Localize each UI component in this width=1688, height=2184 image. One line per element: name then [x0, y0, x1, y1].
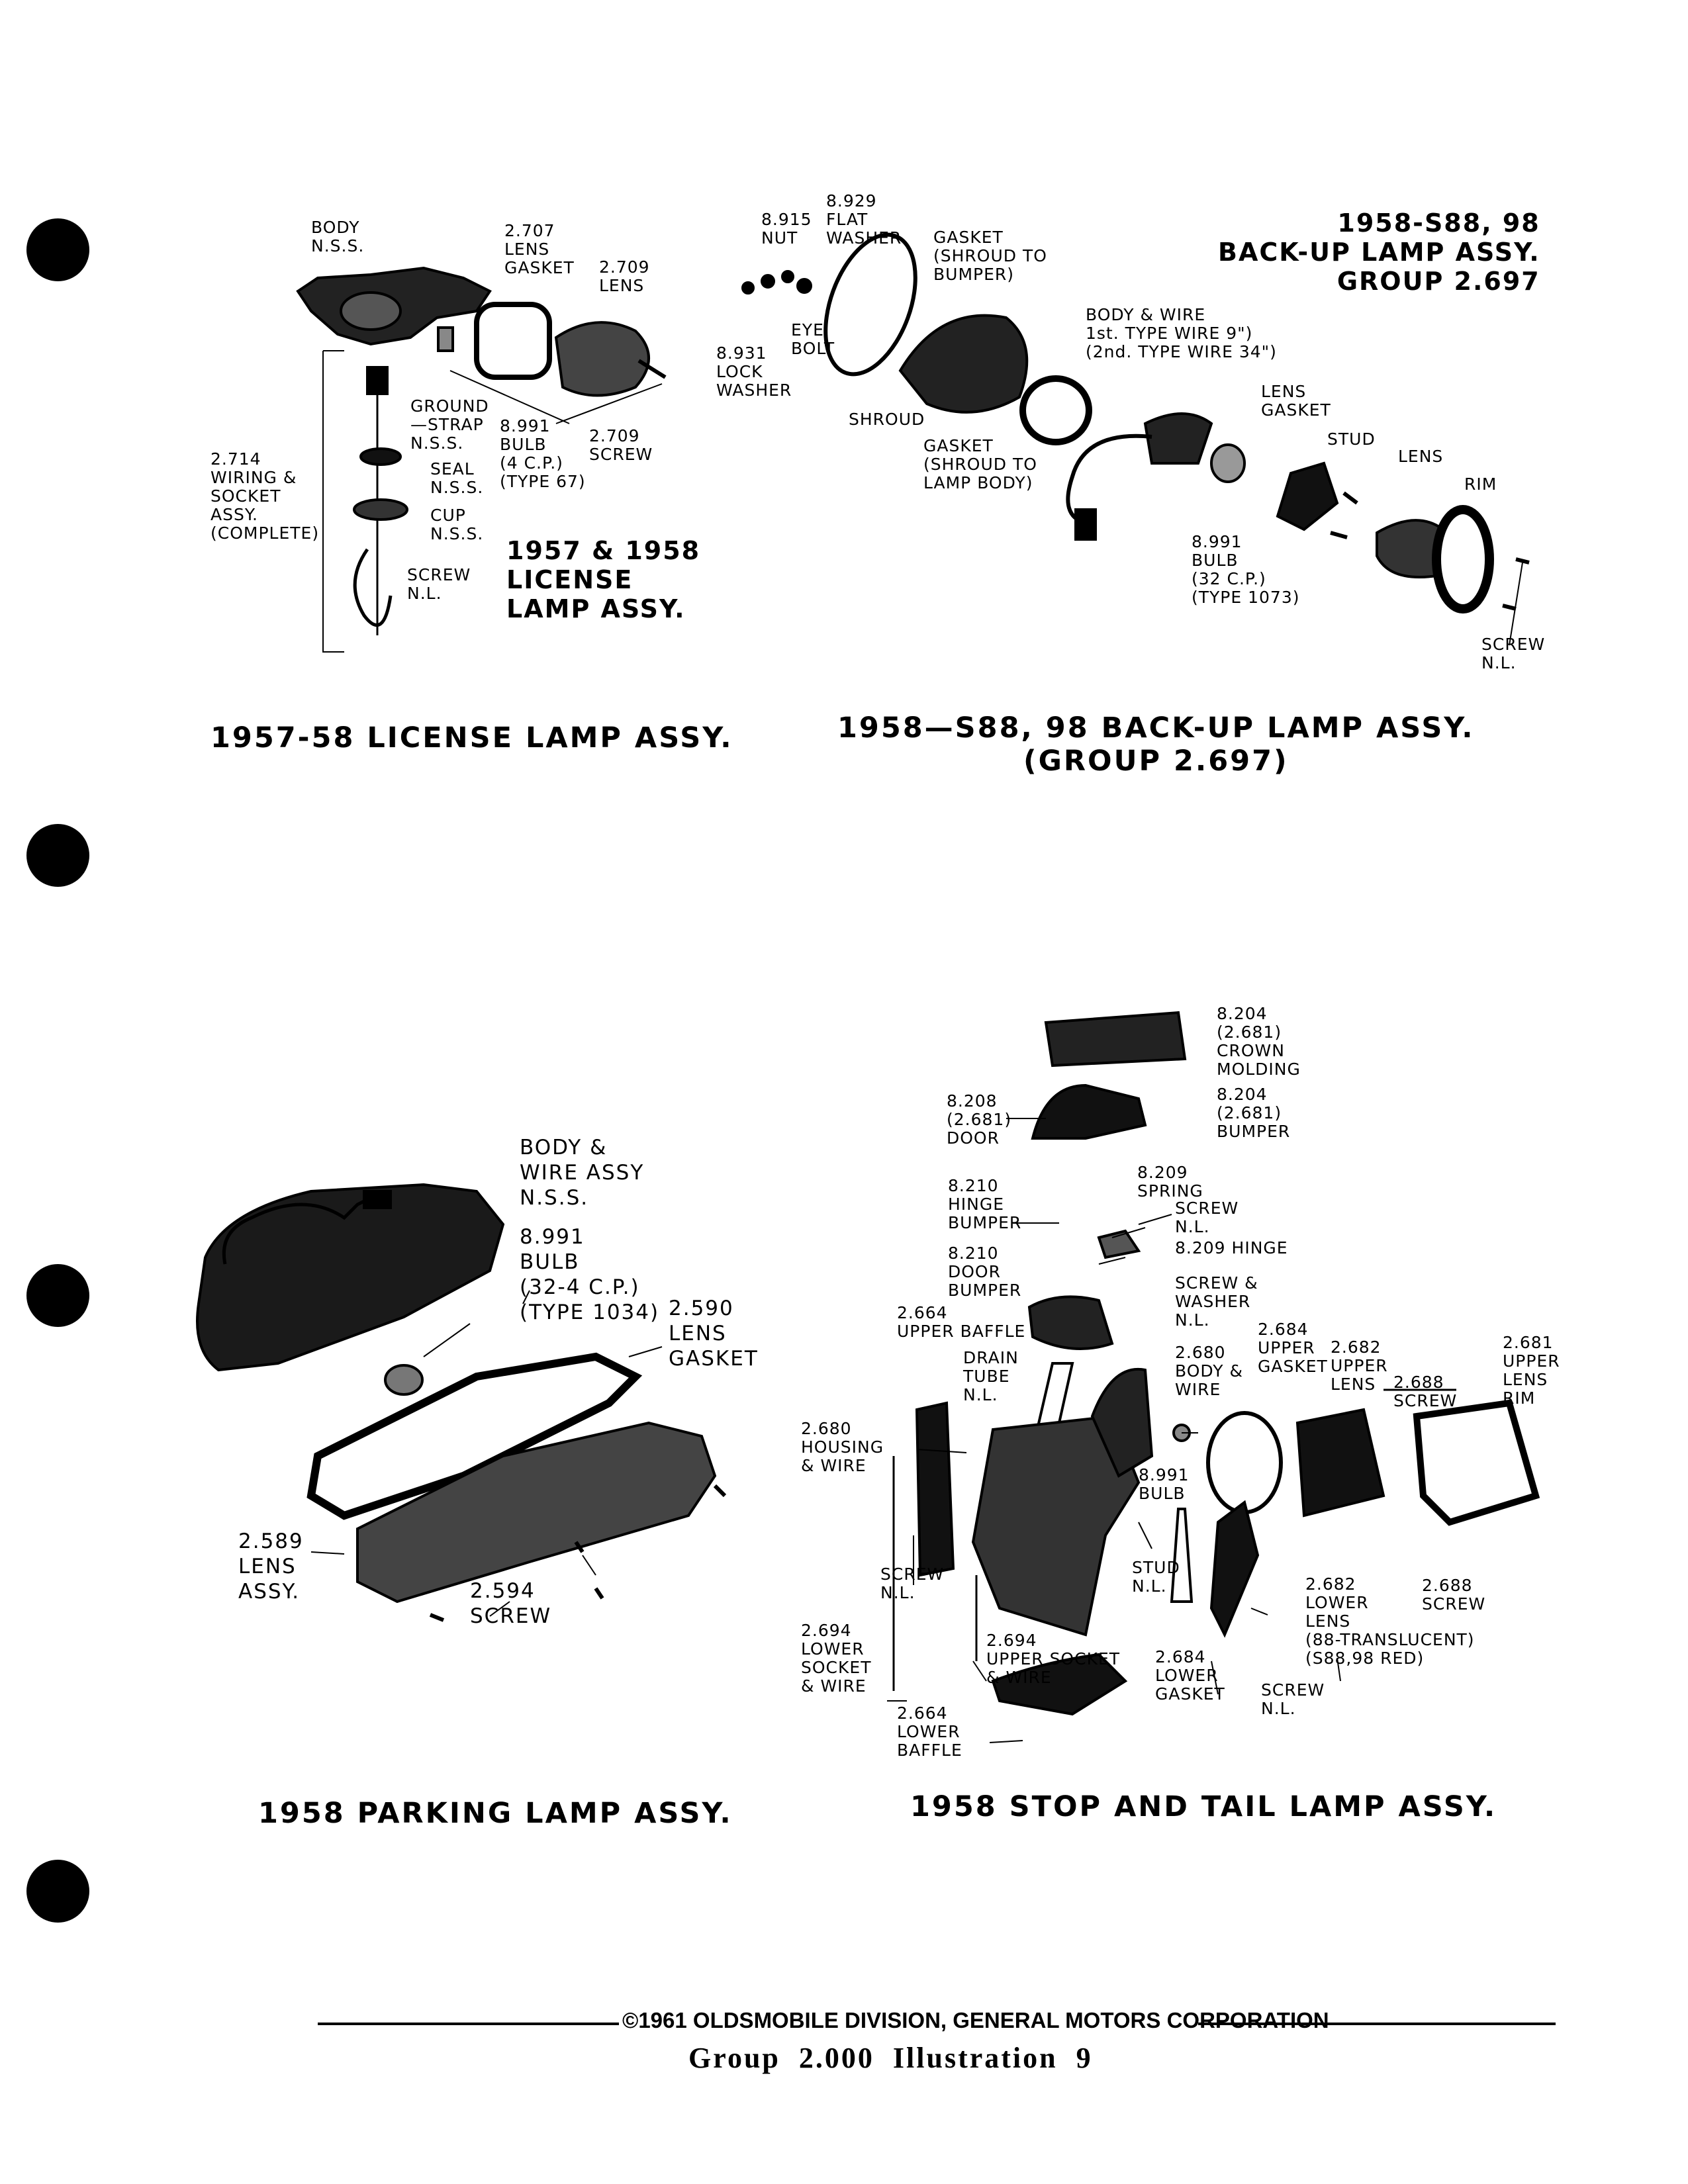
label-backup-lens: LENS: [1398, 447, 1444, 466]
label-backup-gasket-shroud: GASKET (SHROUD TO BUMPER): [933, 228, 1047, 284]
label-license-screw: 2.709 SCREW: [589, 426, 653, 464]
label-license-wiring: 2.714 WIRING & SOCKET ASSY. (COMPLETE): [211, 449, 320, 543]
backup-lamp-drawing: [741, 232, 1530, 646]
footer-rule-left: [318, 2023, 619, 2025]
label-backup-shroud: SHROUD: [849, 410, 925, 429]
label-parking-screw: 2.594 SCREW: [470, 1579, 552, 1628]
label-parking-bulb: 8.991 BULB (32-4 C.P.) (TYPE 1034): [520, 1225, 660, 1324]
label-license-screw-nl: SCREW N.L.: [407, 565, 471, 603]
parking-lamp-drawing: [196, 1183, 727, 1622]
label-tail-bulb: 8.991 BULB: [1139, 1465, 1190, 1503]
label-tail-upper-lens-rim: 2.681 UPPER LENS RIM: [1503, 1333, 1560, 1408]
label-tail-lower-baffle: 2.664 LOWER BAFFLE: [897, 1704, 962, 1760]
label-tail-screw-2688a: 2.688 SCREW: [1393, 1373, 1458, 1410]
label-tail-hinge-bumper: 8.210 HINGE BUMPER: [948, 1176, 1022, 1232]
label-license-seal: SEAL N.S.S.: [430, 459, 484, 497]
label-backup-bulb: 8.991 BULB (32 C.P.) (TYPE 1073): [1192, 532, 1300, 607]
label-tail-upper-baffle: 2.664 UPPER BAFFLE: [897, 1303, 1026, 1341]
footer-copyright-line: ©1961 OLDSMOBILE DIVISION, GENERAL MOTOR…: [318, 2008, 1556, 2037]
license-caption: 1957-58 LICENSE LAMP ASSY.: [211, 721, 733, 754]
label-backup-gasket-lamp: GASKET (SHROUD TO LAMP BODY): [923, 436, 1037, 492]
label-backup-screw-nl: SCREW N.L.: [1481, 635, 1546, 672]
label-backup-lens-gasket: LENS GASKET: [1261, 382, 1331, 420]
label-backup-lock-washer: 8.931 LOCK WASHER: [716, 343, 792, 400]
label-tail-hinge: 8.209 HINGE: [1175, 1238, 1288, 1257]
label-parking-body-wire: BODY & WIRE ASSY N.S.S.: [520, 1136, 645, 1210]
label-backup-nut: 8.915 NUT: [761, 210, 812, 248]
footer-copyright: ©1961 OLDSMOBILE DIVISION, GENERAL MOTOR…: [622, 2008, 1329, 2032]
label-parking-lens-gasket: 2.590 LENS GASKET: [669, 1297, 759, 1371]
label-license-cup: CUP N.S.S.: [430, 506, 484, 543]
label-backup-flat-washer: 8.929 FLAT WASHER: [826, 191, 902, 248]
binder-hole: [26, 1860, 89, 1923]
label-license-bulb: 8.991 BULB (4 C.P.) (TYPE 67): [500, 416, 586, 491]
label-license-lens-gasket: 2.707 LENS GASKET: [504, 221, 575, 277]
label-tail-door-bumper: 8.210 DOOR BUMPER: [948, 1244, 1022, 1300]
license-inset-title: 1957 & 1958 LICENSE LAMP ASSY.: [506, 536, 701, 623]
binder-hole: [26, 218, 89, 281]
label-tail-housing-wire: 2.680 HOUSING & WIRE: [801, 1419, 884, 1475]
stop-tail-lamp-drawing: [892, 1011, 1540, 1716]
label-backup-rim: RIM: [1464, 475, 1497, 494]
parking-caption: 1958 PARKING LAMP ASSY.: [258, 1797, 733, 1830]
label-license-body: BODY N.S.S.: [311, 218, 365, 255]
label-tail-crown-molding: 8.204 (2.681) CROWN MOLDING: [1217, 1004, 1301, 1079]
label-parking-lens-assy: 2.589 LENS ASSY.: [238, 1529, 304, 1604]
label-tail-drain-tube: DRAIN TUBE N.L.: [963, 1348, 1019, 1404]
label-tail-upper-gasket: 2.684 UPPER GASKET: [1258, 1320, 1328, 1376]
label-tail-lower-lens: 2.682 LOWER LENS (88-TRANSLUCENT) (S88,9…: [1305, 1574, 1475, 1668]
license-lamp-drawing: [296, 266, 667, 653]
label-license-ground-strap: GROUND —STRAP N.S.S.: [410, 396, 489, 453]
label-backup-body-wire: BODY & WIRE 1st. TYPE WIRE 9") (2nd. TYP…: [1086, 305, 1277, 361]
label-tail-upper-lens: 2.682 UPPER LENS: [1331, 1338, 1388, 1394]
label-tail-lower-gasket: 2.684 LOWER GASKET: [1155, 1647, 1225, 1704]
binder-hole: [26, 824, 89, 887]
label-tail-body-wire: 2.680 BODY & WIRE: [1175, 1343, 1243, 1399]
label-tail-upper-socket: 2.694 UPPER SOCKET & WIRE: [986, 1631, 1121, 1687]
backup-inset-title: 1958-S88, 98 BACK-UP LAMP ASSY. GROUP 2.…: [1218, 208, 1540, 296]
tail-caption: 1958 STOP AND TAIL LAMP ASSY.: [910, 1790, 1497, 1823]
label-tail-stud: STUD N.L.: [1132, 1558, 1180, 1596]
label-license-lens: 2.709 LENS: [599, 257, 650, 295]
footer-group-illustration: Group 2.000 Illustration 9: [688, 2042, 1093, 2074]
label-backup-stud: STUD: [1327, 430, 1376, 449]
label-backup-eye-bolt: EYE BOLT: [791, 320, 835, 358]
label-tail-screw-2688b: 2.688 SCREW: [1422, 1576, 1486, 1614]
backup-caption: 1958—S88, 98 BACK-UP LAMP ASSY. (GROUP 2…: [837, 711, 1475, 778]
label-tail-screw-nl-left: SCREW N.L.: [880, 1565, 945, 1602]
label-tail-door: 8.208 (2.681) DOOR: [947, 1091, 1012, 1148]
label-tail-screw-nl-top: SCREW N.L.: [1175, 1199, 1239, 1236]
label-tail-screw-nl-bottom: SCREW N.L.: [1261, 1680, 1325, 1718]
label-tail-lower-socket: 2.694 LOWER SOCKET & WIRE: [801, 1621, 872, 1696]
binder-hole: [26, 1264, 89, 1327]
footer-rule-right: [1198, 2023, 1556, 2025]
label-tail-screw-washer: SCREW & WASHER N.L.: [1175, 1273, 1258, 1330]
label-tail-bumper-8204: 8.204 (2.681) BUMPER: [1217, 1085, 1291, 1141]
label-tail-spring: 8.209 SPRING: [1137, 1163, 1203, 1201]
